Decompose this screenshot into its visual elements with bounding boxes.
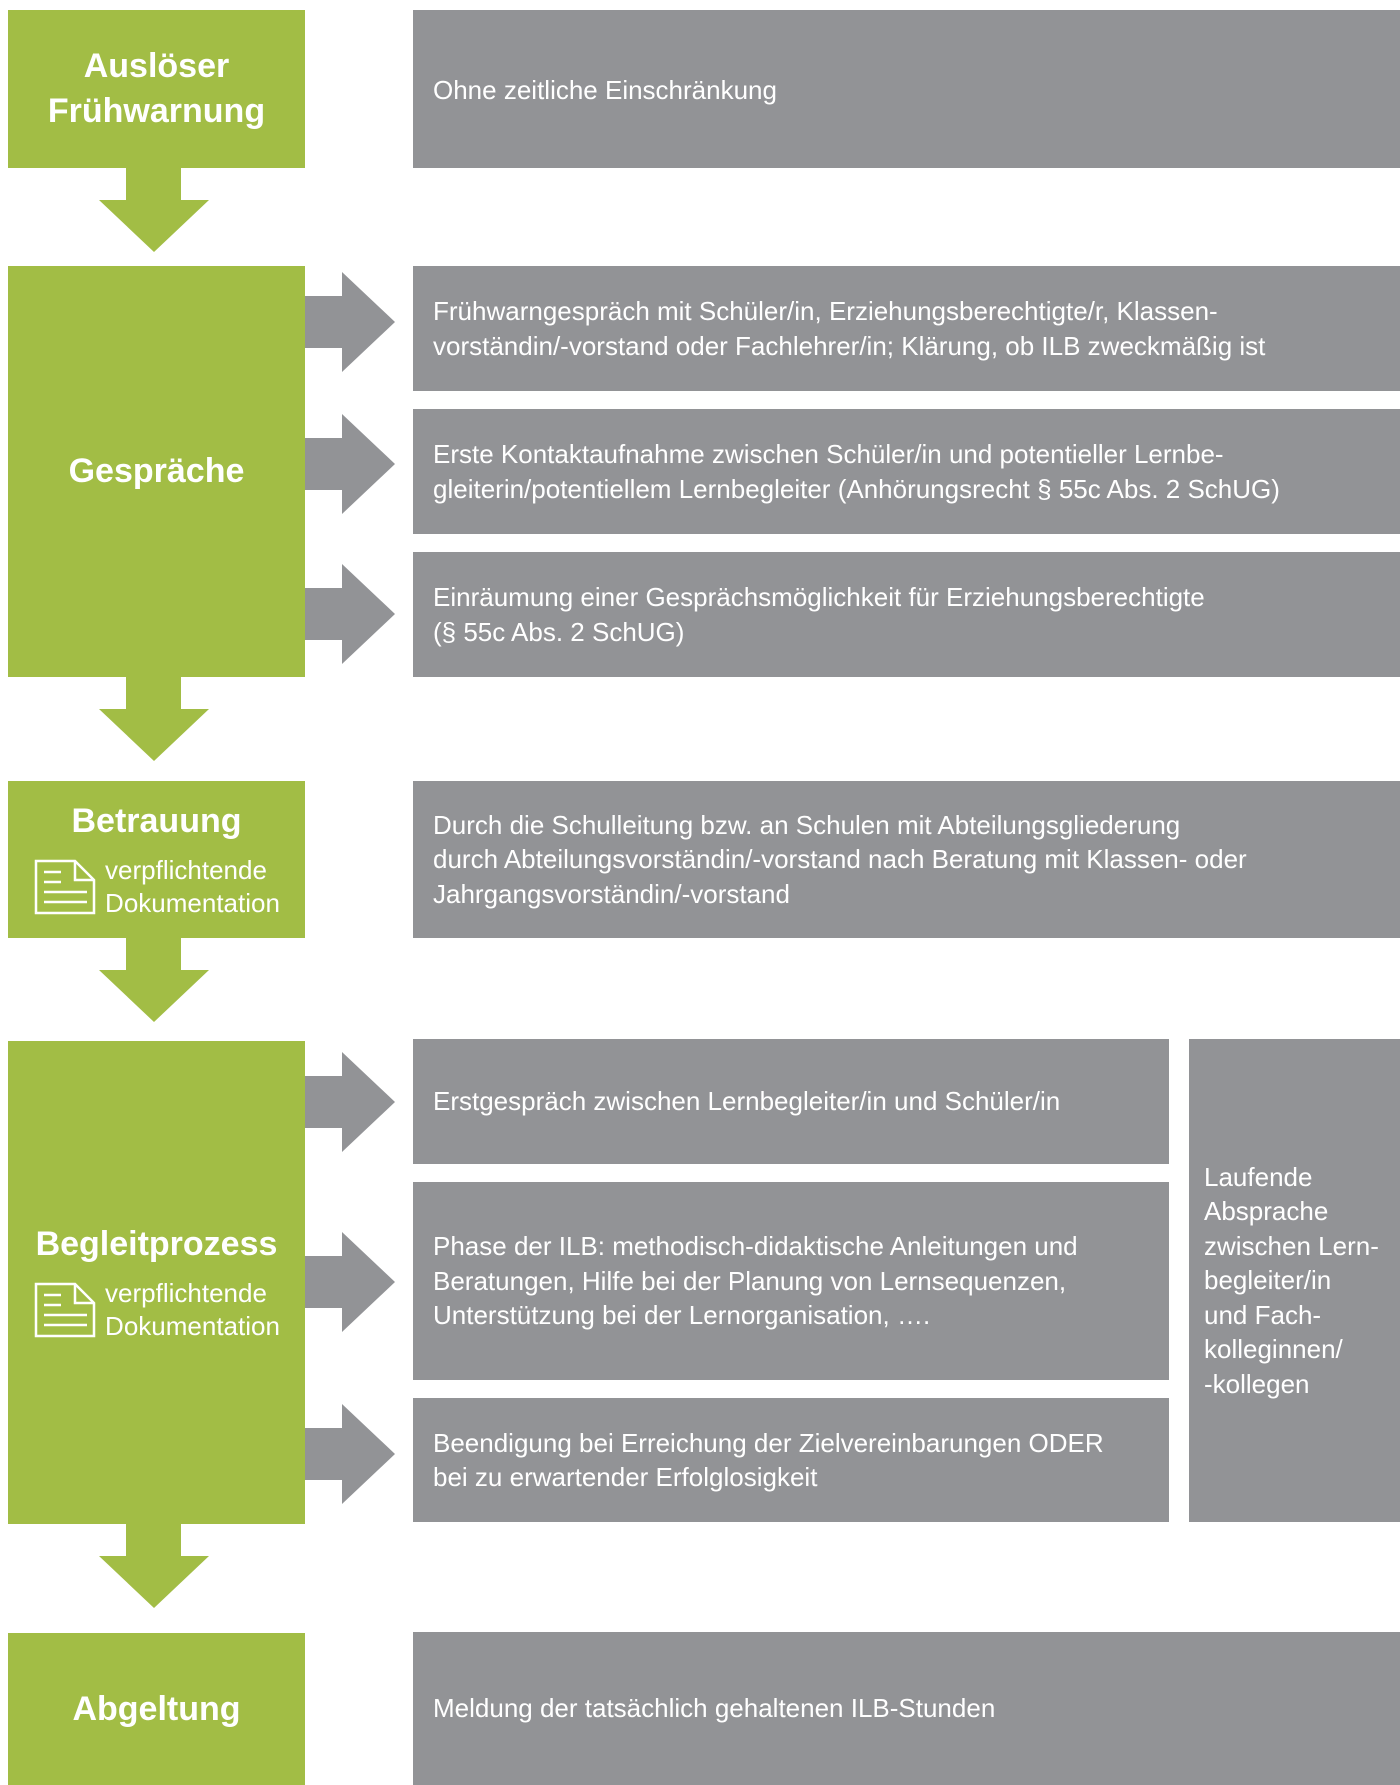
box-text: Ohne zeitliche Einschränkung <box>433 75 777 105</box>
arrow-right-icon <box>305 414 395 514</box>
documentation-note: verpflichtende Dokumentation <box>33 1277 280 1343</box>
stage-begleitprozess: Begleitprozess verpflichtende Dokumentat… <box>8 1041 305 1524</box>
box-gespraechsmoeglichkeit: Einräumung einer Gesprächsmöglichkeit fü… <box>413 552 1400 677</box>
box-fruehwarngespraech: Frühwarngespräch mit Schüler/in, Erziehu… <box>413 266 1400 391</box>
arrow-right-icon <box>305 272 395 372</box>
box-text: Laufende Absprache zwischen Lern- beglei… <box>1204 1161 1379 1399</box>
arrow-down-icon <box>99 168 209 252</box>
box-erste-kontaktaufnahme: Erste Kontaktaufnahme zwischen Schüler/i… <box>413 409 1400 534</box>
documentation-label: verpflichtende Dokumentation <box>105 1278 280 1341</box>
box-text: Durch die Schulleitung bzw. an Schulen m… <box>433 809 1247 909</box>
arrow-down-icon <box>99 938 209 1022</box>
box-text: Erstgespräch zwischen Lernbegleiter/in u… <box>433 1086 1061 1117</box>
arrow-right-icon <box>305 1404 395 1504</box>
documentation-label: verpflichtende Dokumentation <box>105 855 280 918</box>
box-meldung-ilb-stunden: Meldung der tatsächlich gehaltenen ILB-S… <box>413 1632 1400 1785</box>
box-text: Meldung der tatsächlich gehaltenen ILB-S… <box>433 1693 996 1724</box>
stage-ausloeser-fruehwarnung: Auslöser Frühwarnung <box>8 10 305 168</box>
document-icon <box>34 859 96 915</box>
box-beendigung: Beendigung bei Erreichung der Zielverein… <box>413 1398 1169 1522</box>
stage-betrauung: Betrauung verpflichtende Dokumentation <box>8 781 305 938</box>
stage-title: Betrauung <box>71 802 242 840</box>
documentation-note: verpflichtende Dokumentation <box>33 854 280 920</box>
stage-abgeltung: Abgeltung <box>8 1633 305 1785</box>
arrow-right-icon <box>305 1052 395 1152</box>
stage-title: Begleitprozess <box>35 1225 278 1263</box>
box-ohne-zeitliche-einschraenkung: Ohne zeitliche Einschränkung <box>413 10 1400 168</box>
stage-title: Auslöser Frühwarnung <box>47 47 266 130</box>
stage-title: Abgeltung <box>72 1689 241 1728</box>
arrow-down-icon <box>99 1524 209 1608</box>
box-erstgespraech: Erstgespräch zwischen Lernbegleiter/in u… <box>413 1039 1169 1164</box>
box-text: Erste Kontaktaufnahme zwischen Schüler/i… <box>433 439 1280 504</box>
box-text: Einräumung einer Gesprächsmöglichkeit fü… <box>433 582 1205 647</box>
box-phase-der-ilb: Phase der ILB: methodisch-didaktische An… <box>413 1182 1169 1380</box>
arrow-right-icon <box>305 1232 395 1332</box>
stage-gespraeche: Gespräche <box>8 266 305 677</box>
stage-title: Gespräche <box>68 452 245 490</box>
arrow-right-icon <box>305 564 395 664</box>
box-text: Beendigung bei Erreichung der Zielverein… <box>433 1427 1104 1493</box>
box-durch-die-schulleitung: Durch die Schulleitung bzw. an Schulen m… <box>413 781 1400 938</box>
box-laufende-absprache: Laufende Absprache zwischen Lern- beglei… <box>1189 1039 1400 1522</box>
document-icon <box>34 1282 96 1338</box>
arrow-down-icon <box>99 677 209 761</box>
box-text: Phase der ILB: methodisch-didaktische An… <box>433 1231 1078 1331</box>
box-text: Frühwarngespräch mit Schüler/in, Erziehu… <box>433 296 1266 361</box>
